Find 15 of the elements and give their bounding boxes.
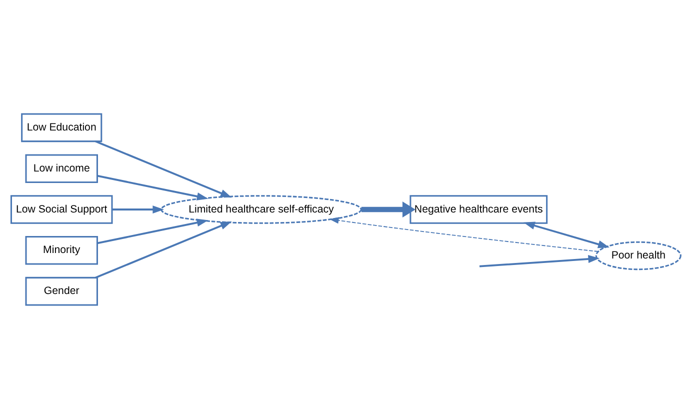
arrow <box>95 221 232 279</box>
node-box: Low Social Support <box>10 195 113 224</box>
arrow <box>479 255 600 268</box>
node-box: Gender <box>25 276 98 306</box>
arrow <box>95 140 232 198</box>
arrow <box>97 218 208 244</box>
node-box: Negative healthcare events <box>410 195 548 224</box>
arrow <box>97 174 208 200</box>
node-box: Minority <box>25 236 98 265</box>
arrow <box>361 202 416 218</box>
node-box: Low income <box>25 154 98 183</box>
arrow <box>523 222 610 248</box>
arrow <box>112 206 164 214</box>
arrow <box>329 217 598 252</box>
node-box: Low Education <box>21 113 102 142</box>
